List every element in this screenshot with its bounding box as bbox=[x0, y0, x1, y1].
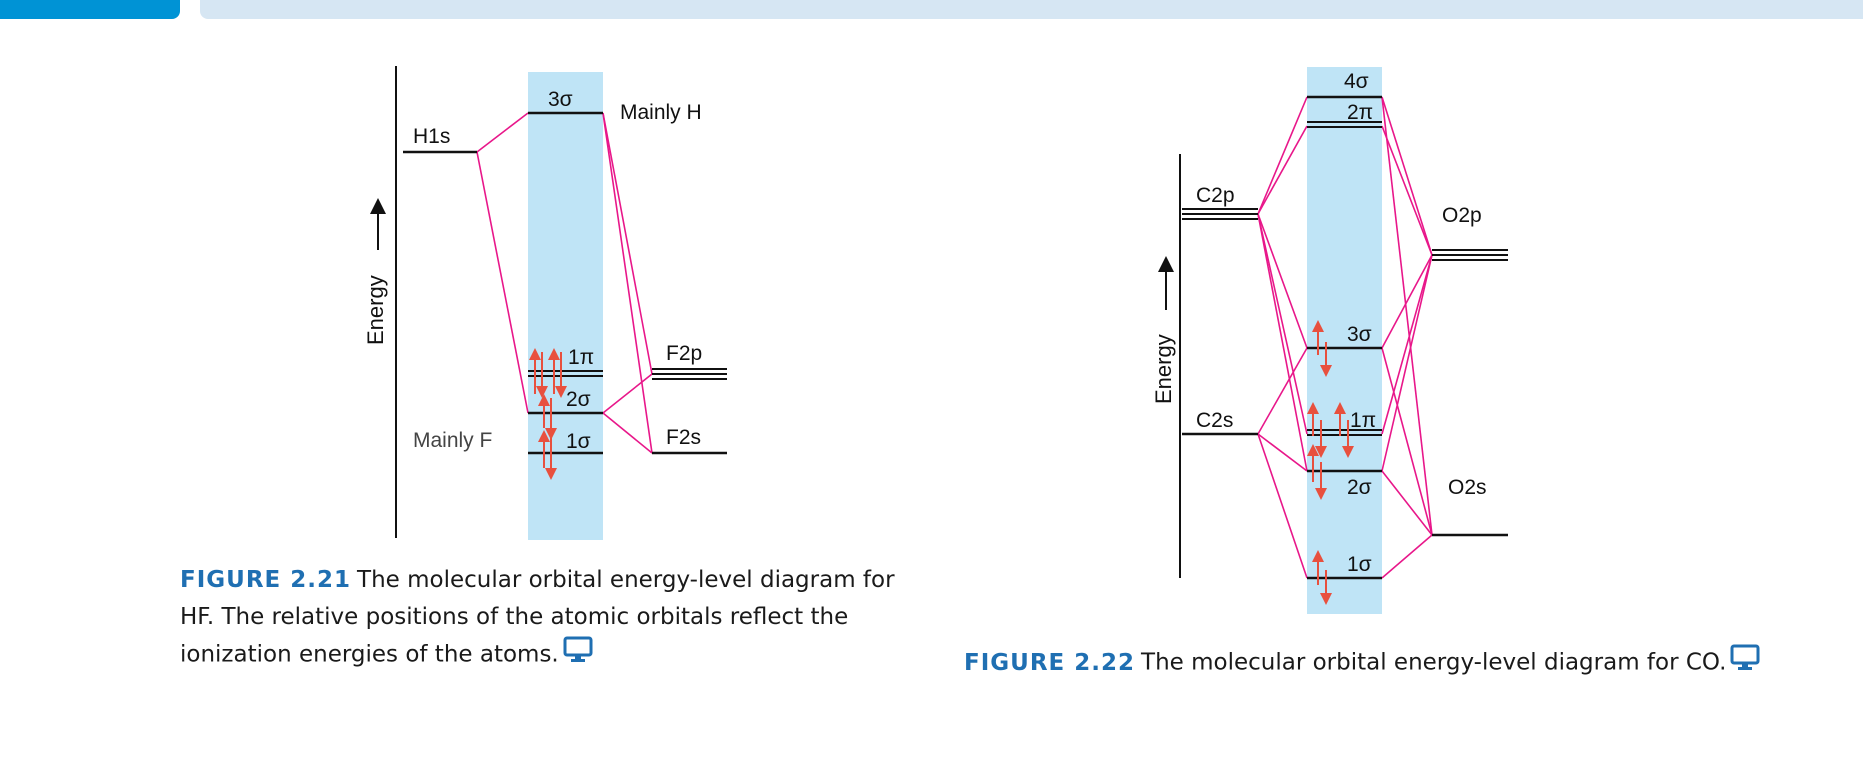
hf-figure-number: FIGURE 2.21 bbox=[180, 567, 352, 593]
hf-1pi-label: 1π bbox=[568, 346, 594, 369]
co-correlation-lines bbox=[1257, 96, 1433, 579]
hf-f2p-label: F2p bbox=[666, 342, 702, 365]
hf-1sigma-label: 1σ bbox=[566, 430, 591, 453]
co-1sigma-label: 1σ bbox=[1347, 553, 1372, 576]
co-o2s-label: O2s bbox=[1448, 476, 1487, 499]
hf-mainly-f-label: Mainly F bbox=[413, 429, 492, 452]
co-2pi-level bbox=[1307, 121, 1382, 128]
hf-energy-label: Energy bbox=[363, 275, 388, 345]
hf-1pi-level bbox=[528, 370, 603, 377]
monitor-icon[interactable] bbox=[1730, 644, 1760, 682]
hf-2sigma-label: 2σ bbox=[566, 388, 591, 411]
co-o2p-label: O2p bbox=[1442, 204, 1482, 227]
monitor-icon[interactable] bbox=[563, 636, 593, 674]
co-2pi-label: 2π bbox=[1347, 101, 1373, 124]
co-mo-band bbox=[1307, 67, 1382, 614]
co-figure-number: FIGURE 2.22 bbox=[964, 649, 1136, 676]
hf-correlation-lines bbox=[476, 112, 653, 454]
hf-caption-text: The molecular orbital energy-level diagr… bbox=[180, 567, 895, 668]
hf-mainly-h-label: Mainly H bbox=[620, 101, 702, 124]
co-caption-text: The molecular orbital energy-level diagr… bbox=[1141, 649, 1727, 676]
header-band bbox=[200, 0, 1863, 19]
co-c2s-label: C2s bbox=[1196, 409, 1233, 432]
co-1pi-level bbox=[1307, 429, 1382, 436]
co-4sigma-label: 4σ bbox=[1344, 70, 1369, 93]
co-o2p-level bbox=[1432, 249, 1508, 261]
co-c2p-label: C2p bbox=[1196, 184, 1235, 207]
co-electrons bbox=[1307, 320, 1354, 605]
hf-3sigma-label: 3σ bbox=[548, 88, 573, 111]
header-tab bbox=[0, 0, 180, 19]
hf-mo-band bbox=[528, 72, 603, 540]
co-c2p-level bbox=[1182, 208, 1258, 220]
co-1pi-label: 1π bbox=[1350, 409, 1376, 432]
hf-diagram: Energy H1s F2p F2s 3σ 1π 2σ bbox=[363, 66, 727, 540]
co-diagram: Energy C2p C2s bbox=[1151, 67, 1508, 614]
hf-f2s-label: F2s bbox=[666, 426, 701, 449]
co-energy-label: Energy bbox=[1151, 334, 1176, 404]
co-2sigma-label: 2σ bbox=[1347, 476, 1372, 499]
co-3sigma-label: 3σ bbox=[1347, 323, 1372, 346]
hf-electrons bbox=[529, 348, 567, 480]
hf-h1s-label: H1s bbox=[413, 125, 450, 148]
hf-f2p-level bbox=[652, 368, 727, 380]
